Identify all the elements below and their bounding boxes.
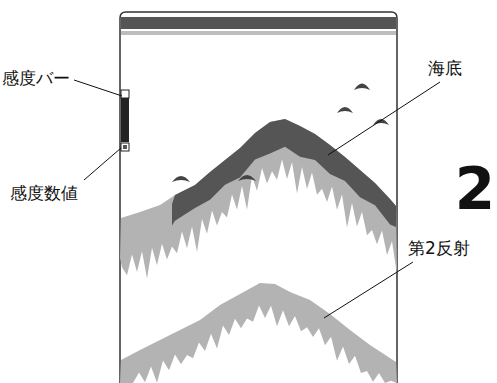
seabed-echo <box>172 119 396 227</box>
seabed-tail <box>120 119 397 278</box>
fish-echo <box>354 84 370 91</box>
screen-frame <box>120 12 397 383</box>
callout-label: 海底 <box>428 58 462 78</box>
leader-line <box>328 82 440 155</box>
leader-line <box>74 80 122 96</box>
echo-group <box>120 119 397 383</box>
section-number: 2 <box>455 160 495 218</box>
callout-label: 第2反射 <box>408 238 470 258</box>
callout-label: 感度バー <box>2 68 70 88</box>
fish-echo <box>337 107 353 113</box>
callout-label: 感度数値 <box>10 183 78 203</box>
sensitivity-value-box <box>121 143 129 151</box>
sensitivity-bar <box>121 90 129 142</box>
sensitivity-top-mark <box>121 90 129 98</box>
leader-line <box>84 148 121 180</box>
top-band <box>121 17 396 29</box>
top-line <box>121 31 396 35</box>
leader-line <box>324 262 413 318</box>
sensitivity-value-glyph <box>123 145 127 149</box>
fish-echoes <box>172 84 389 183</box>
leader-lines <box>74 80 440 318</box>
fish-echo <box>238 175 256 181</box>
fish-echo <box>172 176 190 182</box>
